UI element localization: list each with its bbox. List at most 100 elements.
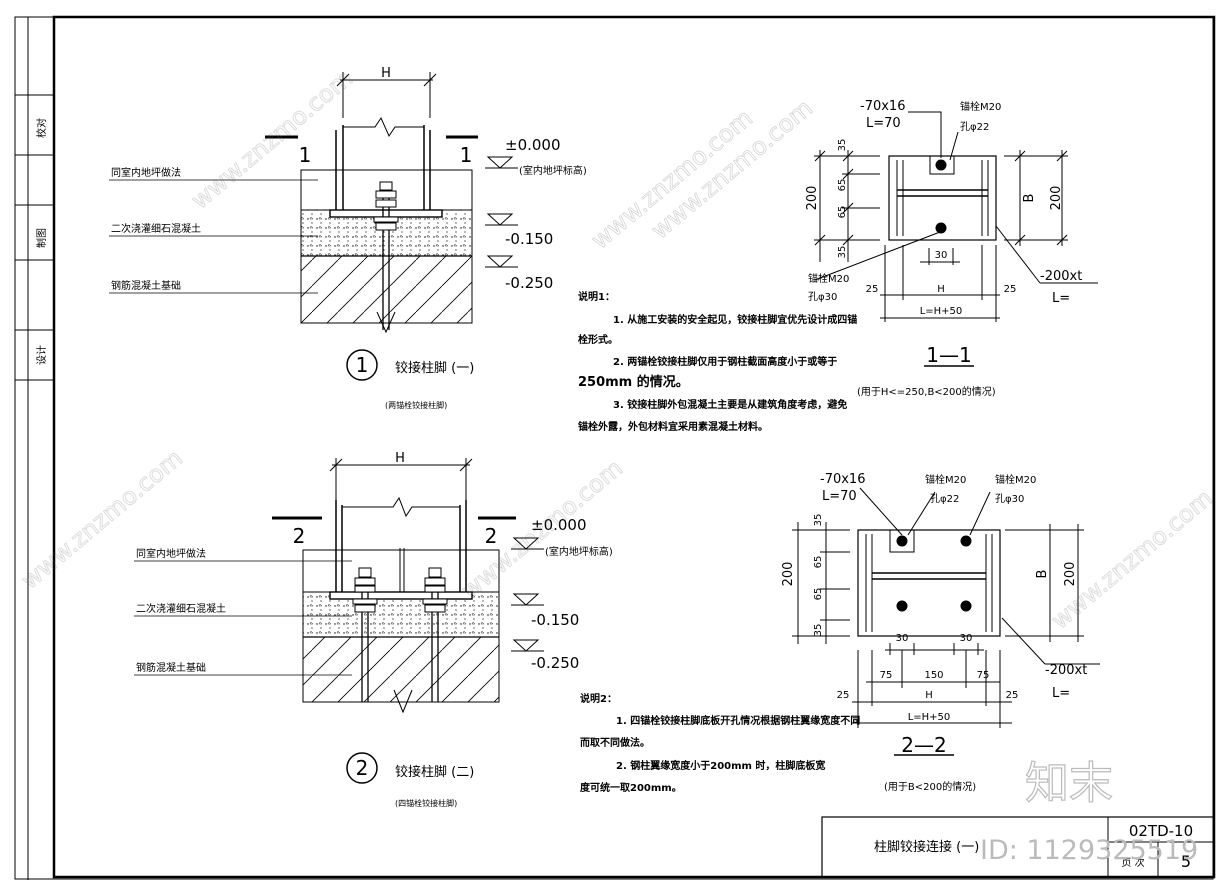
title-block (821, 816, 1215, 878)
detail1-number: 1 (356, 353, 369, 377)
section1-plate-label: -70x16 (860, 99, 905, 114)
detail1-callout-floor: 同室内地坪做法 (111, 166, 181, 179)
section2-dim-75b: 75 (977, 670, 990, 681)
title-block-text: 柱脚铰接连接 (一) 02TD-10 页 次 5 (874, 822, 1193, 871)
notes2-line: 而取不同做法。 (580, 736, 650, 749)
detail1-elev-mid: -0.150 (505, 230, 553, 248)
detail2-elev-top-note: (室内地坪标高) (545, 545, 613, 558)
title-block-atlas-no: 02TD-10 (1129, 822, 1193, 840)
section2-plate-label: -70x16 (820, 472, 865, 487)
detail1-callout-grout: 二次浇灌细石混凝土 (111, 222, 201, 235)
drawn-label: 制图 (35, 228, 48, 248)
detail1-subtitle: (两锚栓铰接柱脚) (385, 400, 447, 410)
section1-bolt-bottom: 锚栓M20 (808, 272, 849, 285)
notes2-line: 2. 钢柱翼缘宽度小于200mm 时，柱脚底板宽 (616, 759, 825, 772)
section2-hole-right: 孔φ30 (995, 493, 1024, 505)
watermark-site: www.znzmo.com (1046, 484, 1218, 635)
section-1-1 (814, 111, 1098, 367)
detail2-elev-top: ±0.000 (531, 516, 587, 534)
section2-dim-h: H (925, 690, 933, 701)
detail-1 (109, 72, 518, 381)
section2-title: 2—2 (901, 733, 946, 757)
section1-dim-35a: 35 (837, 139, 848, 152)
detail2-callout-floor: 同室内地坪做法 (136, 547, 206, 560)
detail2-elev-low: -0.250 (531, 654, 579, 672)
section2-dim-25-right: 25 (1006, 690, 1019, 701)
title-block-drawing-title: 柱脚铰接连接 (一) (874, 839, 979, 855)
section2-dim-200-right: 200 (1063, 562, 1078, 587)
section1-subtitle: (用于H<=250,B<200的情况) (857, 385, 996, 398)
detail1-elev-low: -0.250 (505, 274, 553, 292)
section2-base-length: L= (1052, 686, 1070, 701)
section2-bolt-right: 锚栓M20 (995, 473, 1036, 486)
section2-dim-65a: 65 (813, 556, 824, 569)
detail2-dim-h: H (395, 451, 405, 466)
section1-dim-25-left: 25 (866, 284, 879, 295)
section1-dim-25-right: 25 (1004, 284, 1017, 295)
section1-dim-65b: 65 (837, 206, 848, 219)
notes1-heading: 说明1： (578, 290, 615, 303)
watermark-brand-text: 知末 (1025, 758, 1113, 809)
side-strip: 校对 制图 设计 (35, 118, 48, 365)
detail1-title: 铰接柱脚 (一) (395, 360, 474, 376)
detail2-elev-mid: -0.150 (531, 611, 579, 629)
detail2-title: 铰接柱脚 (二) (395, 764, 474, 780)
section1-title: 1—1 (926, 343, 971, 367)
detail-2-text: H 2 2 ±0.000 (室内地坪标高) -0.150 -0.250 同室内地… (136, 451, 613, 808)
section2-subtitle: (用于B<200的情况) (884, 780, 976, 793)
section1-dim-35b: 35 (837, 246, 848, 259)
notes1-line: 2. 两锚栓铰接柱脚仅用于钢柱截面高度小于或等于 (613, 355, 837, 368)
detail1-section-right: 1 (460, 143, 473, 167)
watermark-site: www.znzmo.com (456, 454, 628, 605)
section1-base-length: L= (1052, 291, 1070, 306)
section2-dim-150: 150 (924, 670, 943, 681)
section-1-1-text: -70x16 L=70 锚栓M20 孔φ22 锚栓M20 孔φ30 -200xt… (805, 99, 1082, 398)
section2-dim-65b: 65 (813, 588, 824, 601)
title-block-page-label: 页 次 (1121, 856, 1144, 869)
notes-2: 说明2： 1. 四锚栓铰接柱脚底板开孔情况根据钢柱翼缘宽度不同 而取不同做法。 … (580, 692, 860, 794)
section1-dim-total: L=H+50 (920, 306, 963, 317)
section-2-2 (792, 487, 1100, 756)
notes1-line: 栓形式。 (578, 333, 618, 346)
detail1-dim-h: H (381, 66, 391, 81)
detail2-subtitle: (四锚栓铰接柱脚) (395, 798, 457, 808)
watermark-id: ID: 1129325519 (980, 835, 1198, 866)
section1-base-plate: -200xt (1040, 269, 1082, 284)
section1-dim-b: B (1022, 194, 1037, 203)
section1-dim-200-left: 200 (805, 186, 820, 211)
checked-label: 校对 (35, 118, 48, 138)
section1-plate-length: L=70 (866, 116, 901, 131)
section1-dim-65a: 65 (837, 179, 848, 192)
section-2-2-text: -70x16 L=70 锚栓M20 孔φ22 锚栓M20 孔φ30 -200xt… (781, 472, 1087, 793)
notes1-line: 锚栓外露，外包材料宜采用素混凝土材料。 (578, 420, 768, 433)
notes-1: 说明1： 1. 从施工安装的安全起见，铰接柱脚宜优先设计成四锚 栓形式。 2. … (578, 290, 857, 433)
watermark-site: www.znzmo.com (186, 64, 358, 215)
detail2-callout-grout: 二次浇灌细石混凝土 (136, 602, 226, 615)
section2-dim-30b: 30 (960, 633, 973, 644)
section2-dim-75a: 75 (880, 670, 893, 681)
section1-bolt-top: 锚栓M20 (960, 100, 1001, 113)
section1-dim-30: 30 (935, 250, 948, 261)
notes1-line: 1. 从施工安装的安全起见，铰接柱脚宜优先设计成四锚 (613, 313, 857, 326)
notes2-line: 度可统一取200mm。 (580, 781, 682, 794)
notes1-line: 3. 铰接柱脚外包混凝土主要是从建筑角度考虑，避免 (613, 398, 847, 411)
detail-2 (134, 458, 544, 784)
design-label: 设计 (35, 345, 48, 365)
detail1-callout-foundation: 钢筋混凝土基础 (111, 279, 181, 292)
section1-hole-bottom: 孔φ30 (808, 291, 837, 303)
section2-dim-35b: 35 (813, 624, 824, 637)
section2-dim-200-left: 200 (781, 562, 796, 587)
section1-dim-200-right: 200 (1049, 186, 1064, 211)
section2-dim-30a: 30 (896, 633, 909, 644)
detail1-section-left: 1 (299, 143, 312, 167)
detail-1-text: H 1 1 ±0.000 (室内地坪标高) -0.150 -0.250 同室内地… (111, 66, 587, 410)
section2-base-plate: -200xt (1045, 663, 1087, 678)
section1-dim-h: H (937, 284, 945, 295)
notes1-line: 250mm 的情况。 (578, 374, 689, 390)
section2-dim-35a: 35 (813, 514, 824, 527)
section2-dim-b: B (1035, 570, 1050, 579)
drawing-frame (14, 15, 1216, 880)
section2-dim-25-left: 25 (837, 690, 850, 701)
section1-hole-top: 孔φ22 (960, 121, 989, 133)
